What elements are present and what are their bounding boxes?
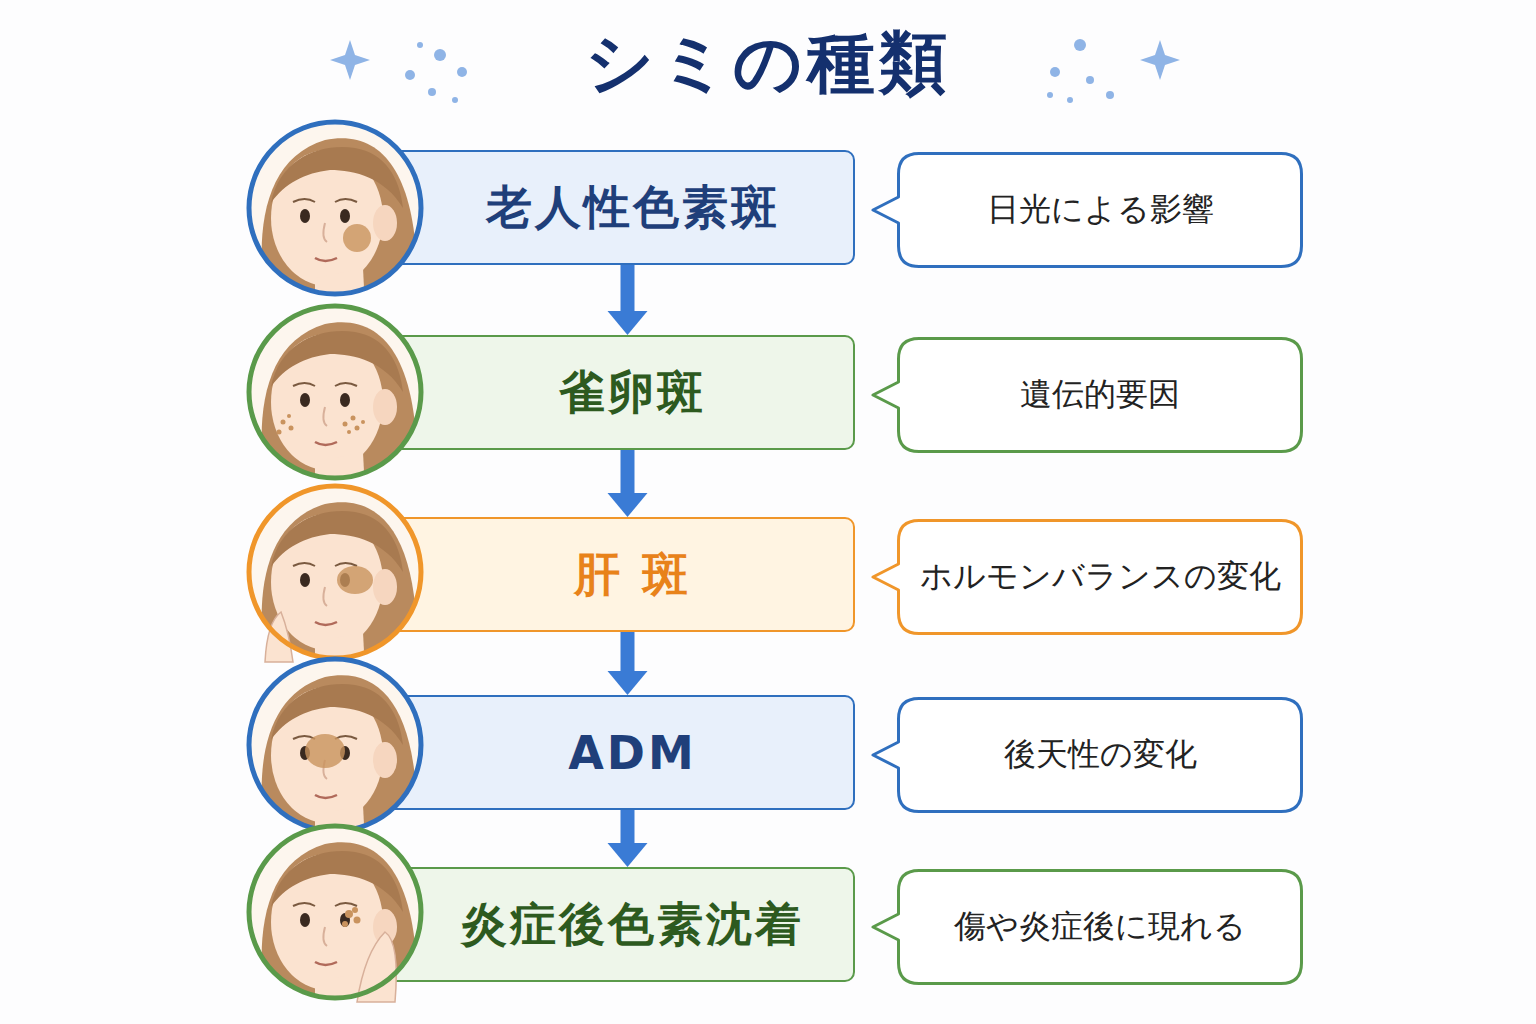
flow-arrow <box>608 810 648 867</box>
title: シミの種類 <box>0 18 1536 109</box>
flow-arrow <box>608 632 648 695</box>
type-box: 肝 斑 <box>340 517 855 632</box>
type-box: 老人性色素斑 <box>340 150 855 265</box>
type-box: ADM <box>340 695 855 810</box>
type-box: 炎症後色素沈着 <box>340 867 855 982</box>
arrow-head <box>608 311 648 335</box>
cause-text: 後天性の変化 <box>992 733 1209 777</box>
cause-text: 日光による影響 <box>975 188 1226 232</box>
arrow-shaft <box>621 450 635 497</box>
flow-arrow <box>608 450 648 517</box>
type-label: ADM <box>568 726 697 780</box>
type-box: 雀卵斑 <box>340 335 855 450</box>
bubble-shape <box>873 339 1302 452</box>
arrow-head <box>608 843 648 867</box>
type-label: 雀卵斑 <box>559 362 706 424</box>
arrow-shaft <box>621 265 635 315</box>
cause-bubble: ホルモンバランスの変化 <box>897 519 1303 635</box>
type-label: 老人性色素斑 <box>486 177 780 239</box>
bubble-shape <box>873 871 1302 984</box>
arrow-shaft <box>621 632 635 675</box>
bubble-shape <box>873 699 1302 812</box>
cause-text: 傷や炎症後に現れる <box>942 905 1258 949</box>
type-label: 肝 斑 <box>574 544 691 606</box>
cause-bubble: 遺伝的要因 <box>897 337 1303 453</box>
cause-text: 遺伝的要因 <box>1008 373 1192 417</box>
type-label: 炎症後色素沈着 <box>461 894 804 956</box>
cause-bubble: 後天性の変化 <box>897 697 1303 813</box>
bubble-shape <box>873 521 1302 634</box>
bubble-shape <box>873 154 1302 267</box>
flow-arrow <box>608 265 648 335</box>
arrow-shaft <box>621 810 635 847</box>
cause-bubble: 傷や炎症後に現れる <box>897 869 1303 985</box>
cause-bubble: 日光による影響 <box>897 152 1303 268</box>
arrow-head <box>608 493 648 517</box>
cause-text: ホルモンバランスの変化 <box>908 555 1293 599</box>
arrow-head <box>608 671 648 695</box>
